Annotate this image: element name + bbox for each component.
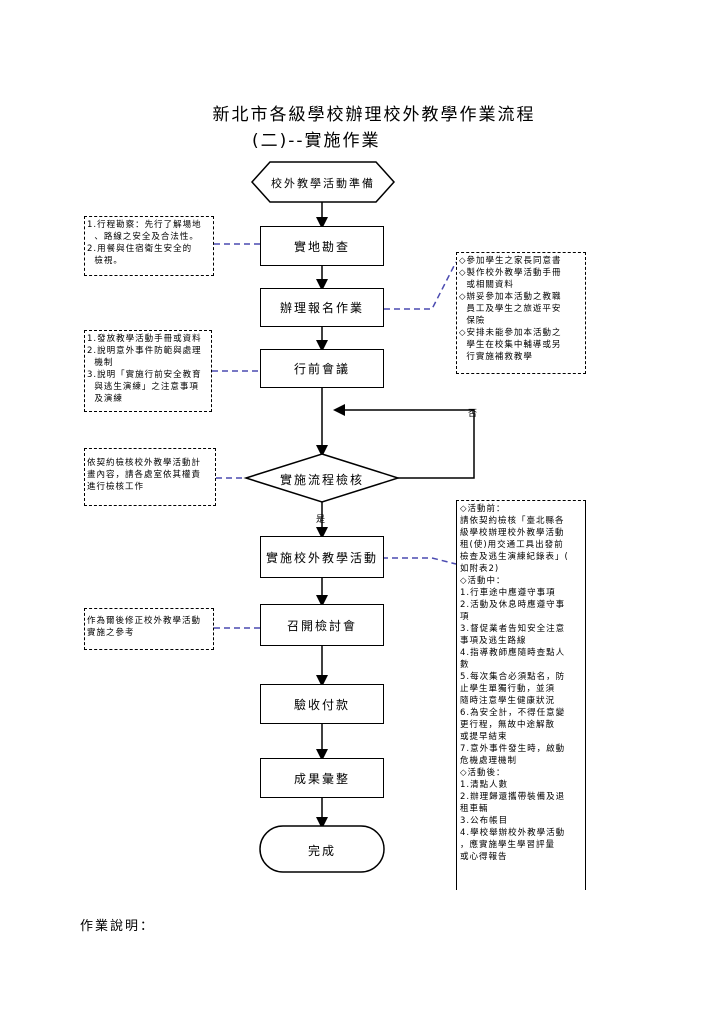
step-register: 辦理報名作業 [260,288,384,327]
footer-heading: 作業說明： [80,919,156,934]
note-link [382,557,457,565]
step-done-shape [259,825,385,873]
page-subtitle: (二)--實施作業 [252,131,381,151]
note-line: 3.督促業者告知安全注意 [460,624,566,634]
note-line: 2.用餐與住宿衛生安全的 [87,244,193,254]
step-register-label: 辦理報名作業 [279,301,364,315]
note-line: 租車輛 [460,804,489,814]
note-line: 畫內容，請各處室依其權責 [87,470,202,480]
note-line: 級學校辦理校外教學活動 [460,528,565,538]
note-line: 事項及逃生路線 [460,636,527,646]
note-line: 1.行程勘察：先行了解場地 [87,220,202,230]
note-line: 2.辦理歸還攜帶裝備及退 [460,792,566,802]
note-line: 3.說明「實施行前安全教育 [87,370,202,380]
note-line: 更行程，無故中途解散 [460,720,556,730]
step-review: 召開檢討會 [260,604,384,646]
note-line: 止學生單獨行動，並須 [460,684,556,694]
note-review: 作為爾後修正校外教學活動 實施之參考 [84,608,214,650]
note-line: 機制 [87,358,114,368]
note-line: 進行檢核工作 [87,482,145,492]
note-line: 依契約檢核校外教學活動計 [87,458,202,468]
note-line: 7.意外事件發生時，啟動 [460,744,566,754]
no-loop-line [333,404,475,479]
step-results-label: 成果彙整 [293,771,350,786]
note-line: 作為爾後修正校外教學活動 [87,616,202,626]
note-line: 與逃生演練」之注意事項 [87,382,199,392]
page-title: 新北市各級學校辦理校外教學作業流程 [212,105,536,125]
note-line: 如附表2) [460,564,500,574]
note-line: 4.指導教師應隨時查點人 [460,648,566,658]
note-line: 4.學校舉辦校外教學活動 [460,828,566,838]
note-line: 3.公布帳目 [460,816,509,826]
note-line: 或提早結束 [460,732,508,742]
step-survey: 實地勘查 [260,226,384,266]
step-review-label: 召開檢討會 [286,618,357,633]
note-survey: 1.行程勘察：先行了解場地 、路線之安全及合法性。 2.用餐與住宿衛生安全的 檢… [84,216,214,276]
step-check: 實施流程檢核 [279,473,364,487]
note-line: 2.活動及休息時應遵守事 [460,600,566,610]
step-acceptance: 驗收付款 [260,684,384,724]
step-check-shape [243,453,401,503]
note-line: ◇安排未能參加本活動之 [459,328,562,338]
step-results: 成果彙整 [260,758,384,798]
note-line: ◇活動後： [460,768,506,778]
note-line: 項 [460,612,470,622]
step-meeting: 行前會議 [260,349,384,388]
note-line: 請依契約檢核「臺北縣各 [460,516,565,526]
note-line: 行實施補救教學 [459,352,533,362]
note-line: 隨時注意學生健康狀況 [460,696,556,706]
note-line: 2.說明意外事件防範與處理 [87,346,202,356]
step-meeting-label: 行前會議 [293,362,350,376]
branch-yes-label: 是 [316,515,326,525]
note-check: 依契約檢核校外教學活動計 畫內容，請各處室依其權責 進行檢核工作 [84,448,216,506]
note-line: 1.發放教學活動手冊或資料 [87,334,202,344]
step-acceptance-label: 驗收付款 [293,697,350,712]
note-line: 檢視。 [87,256,123,266]
note-register: ◇參加學生之家長同意書 ◇製作校外教學活動手冊 或相關資料 ◇辦妥參加本活動之教… [456,252,586,374]
note-meeting: 1.發放教學活動手冊或資料 2.說明意外事件防範與處理 機制 3.說明「實施行前… [84,330,212,412]
note-implement: ◇活動前： 請依契約檢核「臺北縣各 級學校辦理校外教學活動 租(使)用交通工具出… [456,500,586,890]
step-implement-label: 實施校外教學活動 [265,550,378,565]
note-link [384,261,457,310]
note-line: ◇製作校外教學活動手冊 [459,268,562,278]
branch-no-label: 否 [468,409,478,419]
note-line: 檢查及逃生演練紀錄表」( [460,552,569,562]
note-line: 或心得報告 [460,852,508,862]
note-line: 1.行車途中應遵守事項 [460,588,556,598]
note-line: 6.為安全計，不得任意變 [460,708,566,718]
note-line: ，應實施學生學習評量 [460,840,556,850]
note-line: ◇辦妥參加本活動之教職 [459,292,562,302]
note-line: 租(使)用交通工具出發前 [460,540,564,550]
note-line: 、路線之安全及合法性。 [87,232,199,242]
note-line: 員工及學生之旅遊平安 [459,304,562,314]
note-line: 保險 [459,316,486,326]
note-line: 學生在校集中輔導或另 [459,340,562,350]
note-line: 5.每次集合必須點名，防 [460,672,566,682]
note-line: 1.清點人數 [460,780,509,790]
step-done: 完成 [307,844,336,858]
step-implement: 實施校外教學活動 [260,536,384,578]
note-line: 數 [460,660,470,670]
note-line: ◇參加學生之家長同意書 [459,256,562,266]
note-line: 及演練 [87,394,123,404]
step-prepare: 校外教學活動準備 [271,177,375,190]
note-line: 危機處理機制 [460,756,518,766]
note-line: ◇活動中： [460,576,506,586]
step-prepare-shape [250,161,396,203]
note-line: ◇活動前： [460,504,506,514]
note-line: 或相關資料 [459,280,514,290]
note-line: 實施之參考 [87,628,135,638]
step-survey-label: 實地勘查 [293,239,350,254]
